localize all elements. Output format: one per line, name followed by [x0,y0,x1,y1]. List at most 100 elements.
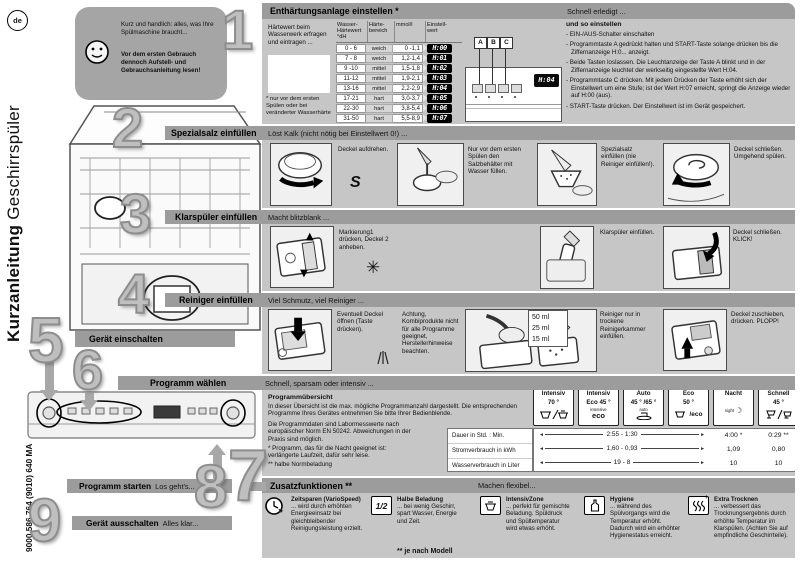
program-overview-title: Programmübersicht [268,394,333,401]
rinse-aid-open-illustration [270,226,334,288]
step2-numeral: 2 [111,96,144,159]
arrow-left-icon: ◄ [539,459,544,466]
setting-display: H:04 [427,84,452,93]
setting-display: H:03 [427,74,452,83]
step4-warning: Achtung, Kombiprodukte nicht für alle Pr… [402,311,459,355]
page-title-main: Kurzanleitung [4,224,23,342]
step8-tagline: Los geht's... [155,481,195,491]
intro-note-box: Kurz und handlich: alles, was Ihre Spülm… [75,7,227,100]
step4-tagline: Viel Schmutz, viel Reiniger ... [268,295,364,305]
panel-button [472,84,483,93]
col-header-einstellwert: Einstell-wert [425,21,456,42]
step7-header-bar: Zusatzfunktionen ** Machen flexibel... [262,478,795,493]
step4-caption-2: Reiniger nur in trockene Reinigerkammer … [600,311,646,340]
setting-display: H:07 [427,114,452,123]
step2-caption-4: Deckel schließen. Umgehend spülen. [734,146,786,161]
step4-caption-3: Deckel zuschieben, drücken. PLOPP! [731,311,785,326]
step3-numeral: 3 [119,182,152,245]
program-note-night: * Programm, das für die Nacht geeignet i… [268,445,387,460]
metric-label: Wasserverbrauch in Liter [448,458,532,473]
program-intensiv70: Intensiv 70 ° [533,388,574,426]
language-code: de [13,16,22,25]
fill-rinse-aid-illustration [540,226,594,289]
fill-salt-illustration [537,143,597,206]
extra-dry-icon: + [688,495,709,515]
panel-button [498,84,509,93]
dosage-25: 25 ml [532,325,550,332]
smiley-icon [85,40,109,64]
col-header-bereich: Härte-bereich [367,21,394,42]
step2-caption-1: Deckel aufdrehen. [338,146,389,153]
step7-title: Zusatzfunktionen ** [270,480,353,491]
step6-tagline: Schnell, sparsam oder intensiv ... [265,378,374,388]
arrow-left-icon: ◄ [539,431,544,438]
program-nacht: Nacht night ☽ [713,388,754,426]
plus-icon: + [704,495,708,501]
power-button [42,406,56,420]
step1-tagline: Schnell erledigt ... [567,6,626,16]
detergent-symbol-icon [377,351,389,365]
intensive-eco-icon: intensive eco [590,407,607,421]
label-line-a [479,48,480,84]
step5-header-bar: Gerät einschalten [75,331,235,347]
control-panel-illustration [27,391,256,439]
label-line-b [492,48,493,84]
duration-nacht: 4:00 * [724,432,743,439]
hardness-table: Wasser-Härtewert °dH Härte-bereich mmol/… [336,21,462,123]
settings-panel-diagram: H:04 [465,67,562,122]
night-moon-icon: night ☽ [724,405,743,415]
instructions-title: und so einstellen [566,21,622,28]
panel-display [153,405,181,419]
feature-intensivzone: IntensivZone ... perfekt für gemischte B… [506,496,570,532]
rinse-aid-symbol-icon: ✳ [366,258,381,277]
program-intensiv-eco45: Intensiv Eco 45 ° intensive eco [578,388,619,426]
feature-extra-trocknen: Extra Trocknen ... verbessert das Trockn… [714,496,788,539]
detergent-lid-open-illustration [268,309,332,371]
step4-header-bar: Reiniger einfüllen Viel Schmutz, viel Re… [165,293,795,307]
step9-tagline: Alles klar... [162,518,199,528]
instruction-item: - Programmtaste A gedrückt halten und ST… [566,40,778,56]
page-title-sub: Geschirrspüler [4,105,23,220]
variospeed-clock-icon [265,497,283,515]
arrowhead-step5 [40,390,58,401]
salt-cap-close-illustration [663,143,730,206]
model-footnote: ** je nach Modell [397,548,453,555]
factory-setting-display: H:04 [534,74,559,87]
label-line-c [505,48,506,84]
step2-caption-3: Spezialsalz einfüllen (nie Reiniger einf… [601,146,655,168]
power-nacht: 1,09 [726,446,741,453]
program-schnell45: Schnell 45 ° [758,388,799,426]
step6-title: Programm wählen [150,378,227,388]
setting-display: H:02 [427,64,452,73]
step6-numeral: 6 [71,338,104,401]
program-overview-p2: Die Programmdaten sind Labormesswerte na… [268,421,411,443]
step4-title: Reiniger einfüllen [179,295,253,305]
glasses-icon [759,408,798,421]
program-auto: Auto 45 ° /65 ° auto [623,388,664,426]
language-badge: de [7,10,28,31]
metric-labels-box: Dauer in Std. : Min. Stromverbrauch in k… [447,428,533,472]
step3-caption-3: Deckel schließen. KLICK! [733,229,782,244]
step8-header-bar: Programm starten Los geht's... [67,479,232,493]
power-span: ◄ 1,60 - 0,93 ► [539,445,706,452]
step3-title: Klarspüler einfüllen [175,212,258,222]
arrow-right-icon: ► [700,445,706,452]
instruction-item: - Programmtaste C drücken. Mit jedem Drü… [566,76,791,100]
hardness-writein-box [268,55,330,93]
fill-water-illustration [397,143,464,206]
step2-title: Spezialsalz einfüllen [171,128,257,138]
step1-instructions: und so einstellen - EIN-/AUS-Schalter ei… [566,21,794,110]
speed-chevrons-icon: » [278,505,284,515]
power-schnell: 0,80 [771,446,786,453]
step9-numeral: 9 [27,487,62,554]
half-load-icon: 1/2 [371,496,392,515]
step7-numeral: 7 [227,436,269,516]
dosage-amounts-box: 50 ml 25 ml 15 ml [528,310,568,347]
arrow-right-icon: ► [700,459,705,466]
instruction-item: - Beide Tasten loslassen. Die Leuchtanze… [566,58,766,74]
setting-display: H:01 [427,54,452,63]
